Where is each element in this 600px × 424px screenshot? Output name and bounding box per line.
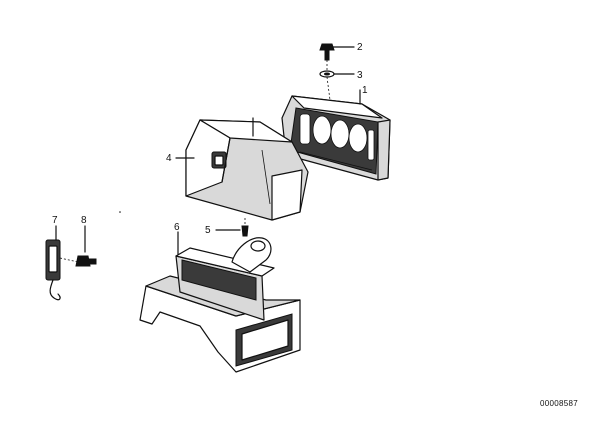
callout-3: 3 — [357, 70, 363, 81]
part-1-control-panel — [281, 95, 391, 181]
part-4-cover — [185, 117, 309, 221]
callout-1: 1 — [362, 85, 368, 96]
part-8-bolt — [59, 225, 97, 267]
callout-4: 4 — [166, 153, 172, 164]
part-3-washer — [319, 60, 355, 101]
callout-5: 5 — [205, 225, 211, 236]
part-2-screw — [319, 43, 355, 61]
callout-8: 8 — [81, 215, 87, 226]
callout-7: 7 — [52, 215, 58, 226]
part-7-wiring-switch — [45, 225, 61, 301]
speck — [119, 211, 121, 213]
callout-2: 2 — [357, 42, 363, 53]
part-6-base-holder — [139, 231, 301, 373]
callout-6: 6 — [174, 222, 180, 233]
part-5-screw — [215, 218, 249, 237]
reference-number: 00008587 — [540, 399, 578, 408]
